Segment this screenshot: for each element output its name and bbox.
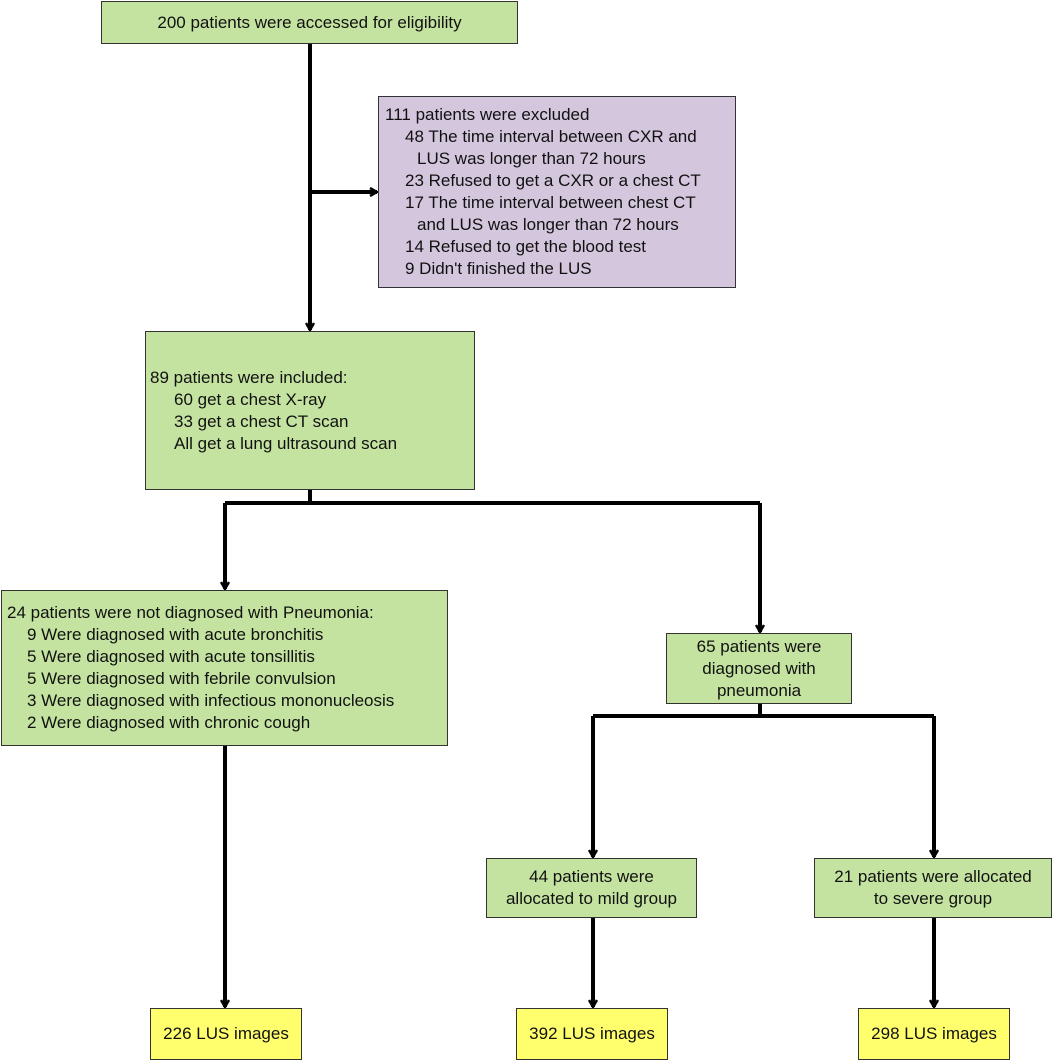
excluded-line: 9 Didn't finished the LUS (405, 259, 592, 278)
not-pneumonia-line: 3 Were diagnosed with infectious mononuc… (27, 691, 395, 710)
severe-group-line: to severe group (873, 889, 993, 908)
mild-group-box: 44 patients were allocated to mild group (486, 858, 697, 918)
excluded-line: 17 The time interval between chest CT (405, 193, 696, 212)
pneumonia-line: diagnosed with (702, 658, 816, 678)
mild-group-line: allocated to mild group (505, 889, 678, 908)
not-pneumonia-line: 5 Were diagnosed with acute tonsillitis (27, 647, 315, 666)
lus-226-box: 226 LUS images (150, 1008, 302, 1060)
lus-226-text: 226 LUS images (163, 1024, 289, 1043)
included-line: 33 get a chest CT scan (174, 411, 349, 431)
excluded-line: LUS was longer than 72 hours (417, 149, 646, 168)
lus-298-box: 298 LUS images (858, 1008, 1010, 1060)
branch-from-included (225, 489, 312, 505)
not-pneumonia-line: 9 Were diagnosed with acute bronchitis (27, 625, 324, 644)
included-box: 89 patients were included: 60 get a ches… (145, 331, 475, 490)
pneumonia-line: 65 patients were (696, 636, 822, 656)
pneumonia-box: 65 patients were diagnosed with pneumoni… (666, 633, 852, 704)
excluded-line: and LUS was longer than 72 hours (417, 215, 679, 234)
mild-group-line: 44 patients were (529, 867, 654, 886)
lus-392-text: 392 LUS images (529, 1024, 655, 1043)
not-pneumonia-line: 24 patients were not diagnosed with Pneu… (7, 603, 374, 622)
not-pneumonia-line: 5 Were diagnosed with febrile convulsion (27, 669, 336, 688)
eligibility-box: 200 patients were accessed for eligibili… (101, 1, 518, 44)
not-pneumonia-box: 24 patients were not diagnosed with Pneu… (1, 590, 448, 746)
excluded-line: 111 patients were excluded (385, 105, 590, 124)
included-line: 89 patients were included: (150, 367, 348, 387)
included-line: All get a lung ultrasound scan (174, 433, 398, 453)
not-pneumonia-line: 2 Were diagnosed with chronic cough (27, 713, 311, 732)
excluded-line: 14 Refused to get the blood test (405, 237, 647, 256)
included-line: 60 get a chest X-ray (174, 389, 327, 409)
severe-group-line: 21 patients were allocated (834, 867, 1032, 886)
severe-group-box: 21 patients were allocated to severe gro… (814, 858, 1052, 918)
excluded-line: 48 The time interval between CXR and (405, 127, 697, 146)
lus-392-box: 392 LUS images (516, 1008, 668, 1060)
excluded-line: 23 Refused to get a CXR or a chest CT (405, 171, 701, 190)
pneumonia-line: pneumonia (716, 680, 802, 700)
excluded-box: 111 patients were excluded 48 The time i… (378, 96, 736, 288)
eligibility-text: 200 patients were accessed for eligibili… (157, 12, 462, 32)
lus-298-text: 298 LUS images (871, 1024, 997, 1043)
